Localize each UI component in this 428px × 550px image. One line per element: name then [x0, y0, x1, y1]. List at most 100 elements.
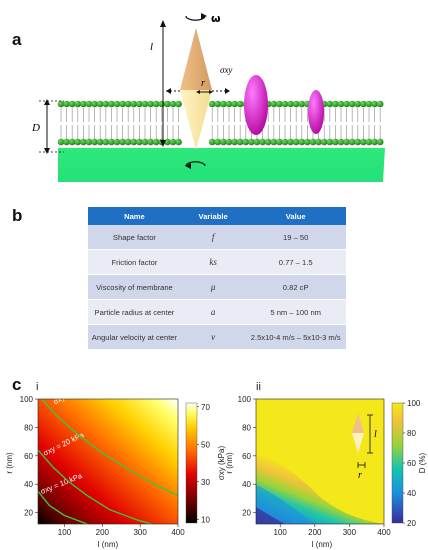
x-tick-label: 400 [377, 528, 391, 537]
y-tick-label: 100 [238, 395, 252, 404]
x-axis-label: l (nm) [98, 540, 119, 549]
lipid-head [343, 100, 350, 108]
lipid-head [287, 100, 294, 108]
y-tick-label: 40 [242, 480, 251, 489]
colorbar-tick-label: 100 [407, 399, 421, 408]
lipid-head [124, 138, 132, 146]
lipid-head [136, 100, 143, 108]
colorbar-diffusion [391, 402, 404, 524]
lipid-head [309, 138, 317, 146]
lipid-head [298, 138, 306, 146]
lipid-head [253, 138, 261, 146]
lipid-head [214, 100, 222, 108]
lipid-head [236, 100, 244, 108]
rotation-arrow-top [185, 15, 206, 21]
panel-label-a: a [12, 30, 22, 49]
colorbar-tick-label: 30 [201, 478, 210, 487]
lipid-head [348, 100, 356, 108]
membrane-protein-1 [244, 75, 268, 135]
cell-value: 0.77 – 1.5 [245, 249, 346, 275]
lipid-head [320, 138, 328, 146]
lipid-head [298, 100, 306, 108]
lipid-head [281, 138, 289, 146]
lipid-head [57, 138, 65, 146]
cell-name: Angular velocity at center [88, 324, 181, 350]
lipid-head [276, 138, 283, 146]
lipid-head [57, 100, 65, 108]
lipid-head [337, 100, 345, 108]
lipid-head [225, 138, 233, 146]
lipid-head [354, 100, 362, 108]
lipid-head [130, 100, 138, 108]
x-axis-label: l (nm) [312, 540, 333, 549]
lipid-head [304, 138, 311, 146]
lipid-head [119, 100, 126, 108]
x-tick-label: 100 [274, 528, 288, 537]
lipid-head [231, 138, 238, 146]
lipid-head [360, 138, 367, 146]
lipid-head [68, 100, 76, 108]
y-axis-label: r (nm) [225, 452, 234, 474]
lipid-head [74, 100, 82, 108]
x-tick-label: 200 [308, 528, 322, 537]
cell-variable: a [180, 299, 246, 325]
lipid-head [231, 100, 238, 108]
lipid-head [152, 100, 160, 108]
x-tick-label: 400 [171, 528, 185, 537]
lipid-head [242, 138, 250, 146]
x-tick-label: 200 [96, 528, 110, 537]
lipid-head [365, 138, 373, 146]
lipid-head [136, 138, 143, 146]
panel-label-c-i: i [36, 381, 39, 393]
membrane-protein-2 [308, 90, 324, 134]
lipid-head [332, 100, 339, 108]
substrate-slab [58, 148, 385, 182]
lipid-head [96, 138, 104, 146]
colorbar-tick-label: 60 [407, 459, 416, 468]
panel-label-b: b [12, 206, 23, 225]
cell-name: Friction factor [88, 249, 181, 275]
lipid-head [259, 138, 266, 146]
header-name: Name [88, 207, 181, 225]
lipid-head [147, 100, 154, 108]
lipid-head [96, 100, 104, 108]
lipid-head [292, 100, 300, 108]
lipid-head [264, 138, 272, 146]
cell-value: 5 nm – 100 nm [245, 299, 346, 325]
lipid-head [85, 100, 93, 108]
lipid-head [348, 138, 356, 146]
bilayer-core [58, 106, 385, 140]
lipid-head [354, 138, 362, 146]
lipid-head [281, 100, 289, 108]
parameter-table: Name Variable Value Shape factor f 19 – … [88, 207, 346, 350]
colorbar-tick-label: 50 [201, 440, 210, 449]
table-row: Viscosity of membrane μ 0.82 cP [88, 274, 346, 300]
header-variable: Variable [180, 207, 246, 225]
cell-variable: f [180, 225, 246, 250]
lipid-head [147, 138, 154, 146]
lipid-head [124, 100, 132, 108]
y-tick-label: 80 [24, 423, 33, 432]
x-tick-label: 300 [343, 528, 357, 537]
particle-lower-cone [180, 90, 212, 150]
rotation-arrow-bottom [185, 161, 206, 167]
lipid-head [365, 100, 373, 108]
lipid-head [63, 100, 70, 108]
lipid-head [248, 138, 255, 146]
y-tick-label: 100 [20, 395, 34, 404]
lipid-head [175, 138, 182, 146]
panel-label-c: c [12, 375, 22, 394]
colorbar-stress [185, 402, 198, 524]
header-value: Value [245, 207, 346, 225]
lipid-head [80, 100, 87, 108]
x-tick-label: 100 [58, 528, 72, 537]
lipid-head [214, 138, 222, 146]
y-tick-label: 60 [24, 452, 33, 461]
lipid-head [337, 138, 345, 146]
lipid-head [164, 100, 171, 108]
